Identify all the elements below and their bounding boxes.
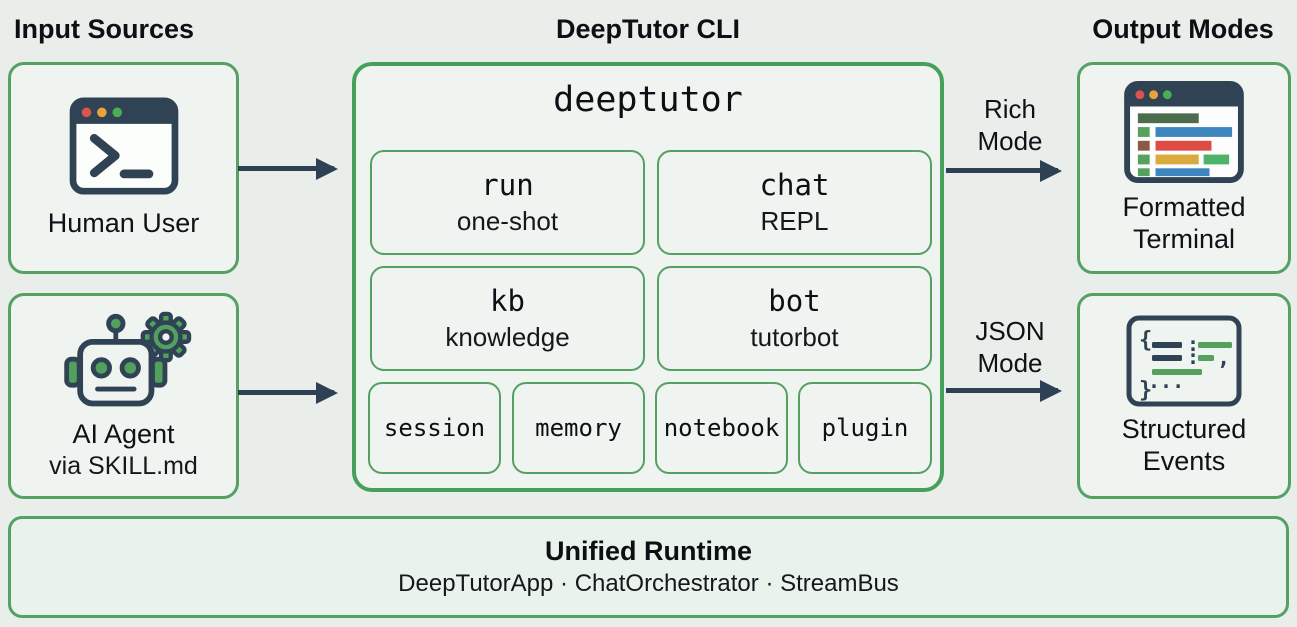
json-close-brace: }	[1139, 378, 1152, 403]
arrow-agent-to-cli	[238, 390, 334, 395]
json-open-brace: {	[1139, 328, 1152, 353]
formatted-terminal-label: Formatted Terminal	[1122, 192, 1246, 254]
unified-runtime-components: DeepTutorApp · ChatOrchestrator · Stream…	[398, 570, 899, 597]
subcommand-memory: memory	[512, 382, 645, 474]
json-colon-1: :	[1187, 332, 1199, 356]
arrow-cli-to-structured-events	[946, 388, 1058, 393]
unified-runtime-title: Unified Runtime	[545, 536, 752, 566]
formatted-terminal-node: Formatted Terminal	[1077, 62, 1291, 274]
command-chat: chat REPL	[657, 150, 932, 255]
subcommand-notebook: notebook	[655, 382, 788, 474]
command-chat-desc: REPL	[760, 206, 829, 236]
subcommand-session: session	[368, 382, 501, 474]
ai-agent-node: AI Agent via SKILL.md	[8, 293, 239, 499]
command-bot-name: bot	[768, 284, 821, 318]
arrow-cli-to-formatted-terminal	[946, 168, 1058, 173]
gear-icon	[140, 311, 191, 362]
command-bot: bot tutorbot	[657, 266, 932, 371]
input-sources-heading: Input Sources	[14, 14, 195, 44]
deeptutor-cli-box: deeptutor run one-shot chat REPL kb know…	[352, 62, 944, 492]
unified-runtime-box: Unified Runtime DeepTutorApp · ChatOrche…	[8, 516, 1289, 618]
terminal-window-icon	[68, 96, 180, 196]
rich-mode-label: Rich Mode	[977, 94, 1043, 156]
command-run-desc: one-shot	[456, 206, 559, 236]
command-kb-name: kb	[490, 284, 525, 318]
human-user-label: Human User	[47, 208, 200, 239]
command-chat-name: chat	[759, 168, 830, 202]
json-mode-label: JSON Mode	[975, 316, 1045, 378]
arrow-human-to-cli	[238, 166, 334, 171]
command-kb: kb knowledge	[370, 266, 645, 371]
json-ellipsis: ...	[1148, 369, 1184, 393]
structured-events-node: { : : , ... } Structured Events	[1077, 293, 1291, 499]
deeptutor-cli-heading: DeepTutor CLI	[556, 14, 740, 44]
output-modes-heading: Output Modes	[1092, 14, 1274, 44]
command-run-name: run	[481, 168, 534, 202]
robot-icon	[54, 311, 194, 417]
json-comma: ,	[1217, 346, 1230, 371]
command-kb-desc: knowledge	[445, 322, 570, 352]
human-user-node: Human User	[8, 62, 239, 274]
json-colon-2: :	[1187, 345, 1199, 369]
ai-agent-sublabel: via SKILL.md	[49, 452, 198, 481]
structured-events-label: Structured Events	[1121, 414, 1247, 476]
command-run: run one-shot	[370, 150, 645, 255]
deeptutor-command-title: deeptutor	[553, 80, 743, 120]
formatted-terminal-icon	[1123, 80, 1245, 184]
json-braces-icon: { : : , ... }	[1125, 314, 1243, 408]
subcommand-plugin: plugin	[798, 382, 932, 474]
ai-agent-label: AI Agent	[72, 418, 175, 449]
command-bot-desc: tutorbot	[750, 322, 839, 352]
